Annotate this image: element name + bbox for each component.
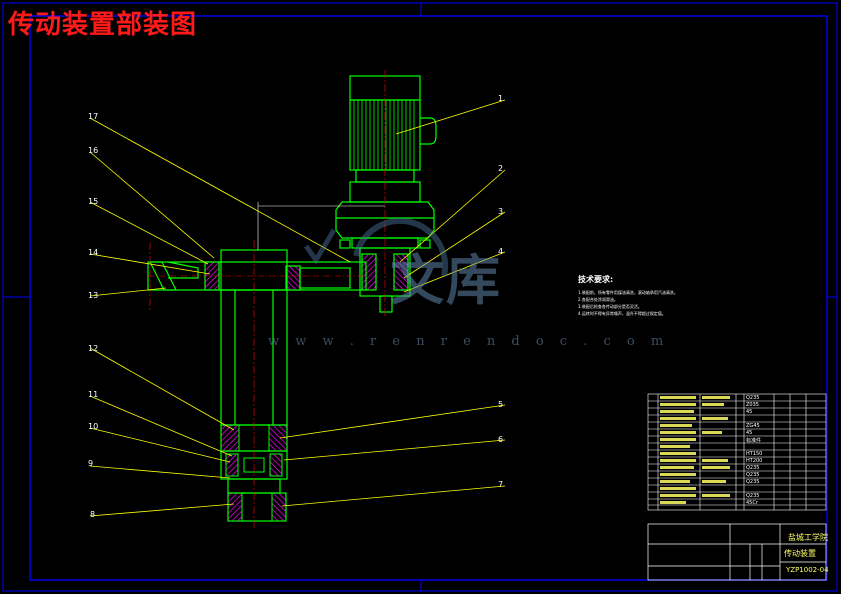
drawing-title: 传动装置部装图 bbox=[8, 10, 198, 40]
title-block bbox=[647, 523, 827, 581]
tech-req-title: 技术要求: bbox=[578, 275, 614, 284]
inner-frame bbox=[29, 15, 828, 581]
callout-2: 2 bbox=[498, 164, 504, 173]
upper-horizontal-housing bbox=[147, 261, 367, 291]
technical-requirements: 技术要求: 1.装配前，所有零件用煤油清洗，滚动轴承用汽油清洗。 2.各配合处涂… bbox=[578, 274, 678, 317]
centerlines bbox=[149, 70, 386, 528]
callout-1: 1 bbox=[498, 94, 504, 103]
bom-rows bbox=[648, 400, 826, 506]
tech-req-line: 4.运转时不得有异常噪声，温升不得超过规定值。 bbox=[578, 311, 666, 316]
callout-13: 13 bbox=[88, 291, 99, 300]
title-block-drawing-name: 传动装置 bbox=[784, 549, 816, 558]
bom-material: 标准件 bbox=[746, 438, 762, 444]
dimension-line bbox=[257, 202, 385, 250]
callout-12: 12 bbox=[88, 344, 99, 353]
bom-material: Q235 bbox=[746, 479, 760, 485]
bom-material: Z035 bbox=[746, 402, 759, 408]
watermark-logo bbox=[303, 217, 449, 277]
title-block-drawing-code: YZP1002-04 bbox=[786, 566, 829, 574]
bom-material: 45Cr bbox=[746, 500, 758, 506]
tech-req-line: 2.各配合处涂润滑油。 bbox=[578, 297, 618, 302]
bom-material: Q235 bbox=[746, 465, 760, 471]
tech-req-line: 3.装配后检查各传动部分是否灵活。 bbox=[578, 304, 642, 309]
title-block-school: 盐城工学院 bbox=[788, 533, 828, 542]
leader-lines bbox=[89, 99, 506, 517]
bom-material: Q235 bbox=[746, 395, 760, 401]
callout-4: 4 bbox=[498, 247, 504, 256]
bom-material: 45 bbox=[746, 430, 753, 436]
callout-14: 14 bbox=[88, 248, 99, 257]
bom-material: HT150 bbox=[746, 451, 763, 457]
callout-5: 5 bbox=[498, 400, 504, 409]
callout-6: 6 bbox=[498, 435, 504, 444]
callout-16: 16 bbox=[88, 146, 99, 155]
frame-ticks bbox=[3, 3, 837, 591]
callout-7: 7 bbox=[498, 480, 504, 489]
watermark-text: 文库 bbox=[390, 248, 502, 312]
callout-3: 3 bbox=[498, 207, 504, 216]
callout-15: 15 bbox=[88, 197, 99, 206]
callout-8: 8 bbox=[90, 510, 96, 519]
bearing-sections bbox=[220, 424, 288, 522]
bom-material: 45 bbox=[746, 409, 753, 415]
tech-req-line: 1.装配前，所有零件用煤油清洗，滚动轴承用汽油清洗。 bbox=[578, 290, 678, 295]
bom-material: Q235 bbox=[746, 472, 760, 478]
callout-10: 10 bbox=[88, 422, 99, 431]
bom-text-fill bbox=[660, 396, 730, 504]
callout-17: 17 bbox=[88, 112, 99, 121]
bom-table bbox=[647, 393, 827, 511]
watermark-url: w w w . r e n r e n d o c . c o m bbox=[268, 334, 670, 349]
bom-material: ZG45 bbox=[746, 423, 760, 429]
bom-material: HT200 bbox=[746, 458, 763, 464]
callout-9: 9 bbox=[88, 459, 94, 468]
callout-11: 11 bbox=[88, 390, 99, 399]
bom-material: Q235 bbox=[746, 493, 760, 499]
